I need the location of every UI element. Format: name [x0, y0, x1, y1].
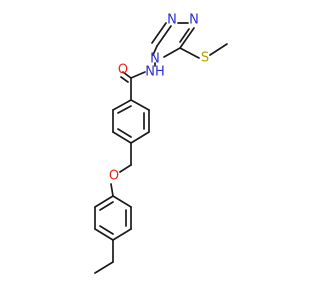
bond-o-aryl — [110, 183, 114, 197]
bond-b2-1 — [112, 195, 132, 208]
bond-b1-4-inner — [117, 128, 132, 138]
bond-b1-3 — [130, 131, 150, 144]
atom-labels: O NH N N N S O — [109, 13, 209, 184]
bond-s-ch3 — [209, 43, 228, 56]
bond-n4-c5 — [152, 45, 158, 56]
bond-c3-n4 — [163, 47, 181, 58]
triazole-n1-label: N — [167, 13, 177, 28]
ether-oxygen-label: O — [109, 169, 119, 184]
amide-oxygen-label: O — [118, 63, 128, 78]
bond-carbonyl-o-double — [120, 76, 129, 83]
bonds — [94, 22, 228, 274]
bond-carbonyl-o — [122, 71, 132, 79]
bond-n2-c3-double — [179, 28, 190, 43]
thioether-sulfur-label: S — [201, 51, 209, 66]
bond-b1-6 — [112, 99, 132, 111]
structure-svg: O NH N N N S O — [94, 13, 228, 274]
bond-b2-6 — [94, 195, 114, 208]
triazole-n4-label: N — [150, 52, 160, 67]
molecule-diagram: O NH N N N S O — [94, 13, 228, 274]
bond-ethyl-ch3 — [94, 261, 114, 274]
bond-b2-3 — [112, 228, 132, 241]
bond-b2-4-inner — [99, 225, 114, 235]
triazole-n2-label: N — [189, 13, 199, 28]
bond-b2-6-inner — [99, 201, 114, 211]
bond-nh-carbonyl — [130, 71, 146, 79]
bond-n2-c3 — [179, 27, 195, 49]
bond-b1-4 — [112, 131, 132, 144]
bond-c5-n1 — [156, 25, 172, 47]
bond-b1-6-inner — [117, 105, 132, 114]
bond-c3-s — [179, 47, 200, 59]
bond-c5-n1-double — [151, 22, 167, 44]
bond-b2-4 — [94, 228, 114, 241]
amide-nh-label: NH — [145, 65, 165, 80]
bond-b1-1 — [130, 99, 150, 111]
bond-ch2-o — [119, 164, 132, 173]
